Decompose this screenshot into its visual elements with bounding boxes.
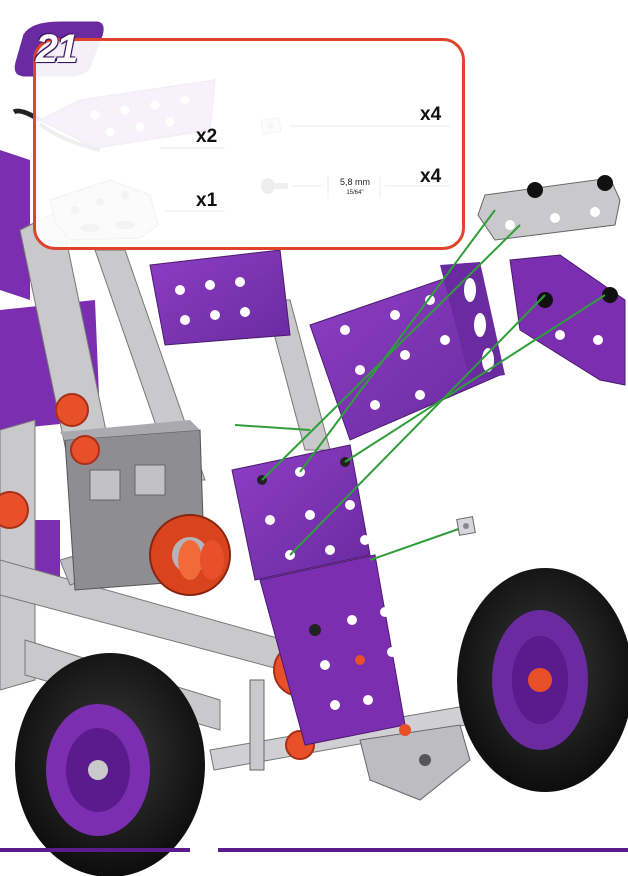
page-footer-line-left: [0, 848, 190, 852]
upper-purple-plate: [150, 250, 290, 345]
floating-angle-bracket: [478, 175, 620, 240]
page-footer-line-right: [218, 848, 628, 852]
square-nut-floating: [457, 517, 476, 536]
part-quantity-angle-bracket: x1: [196, 190, 217, 212]
screw-size-mm: 5,8 mm: [330, 177, 380, 187]
wheel-front-right: [457, 568, 628, 792]
part-quantity-square-nut: x4: [420, 104, 441, 126]
floating-purple-plate-large: [310, 262, 505, 440]
screw-size-inch: 15/64": [330, 190, 380, 196]
step-number: 21: [10, 20, 102, 78]
part-quantity-screw: x4: [420, 166, 441, 188]
part-quantity-curved-plate: x2: [196, 126, 217, 148]
wheel-front-left: [15, 653, 205, 876]
